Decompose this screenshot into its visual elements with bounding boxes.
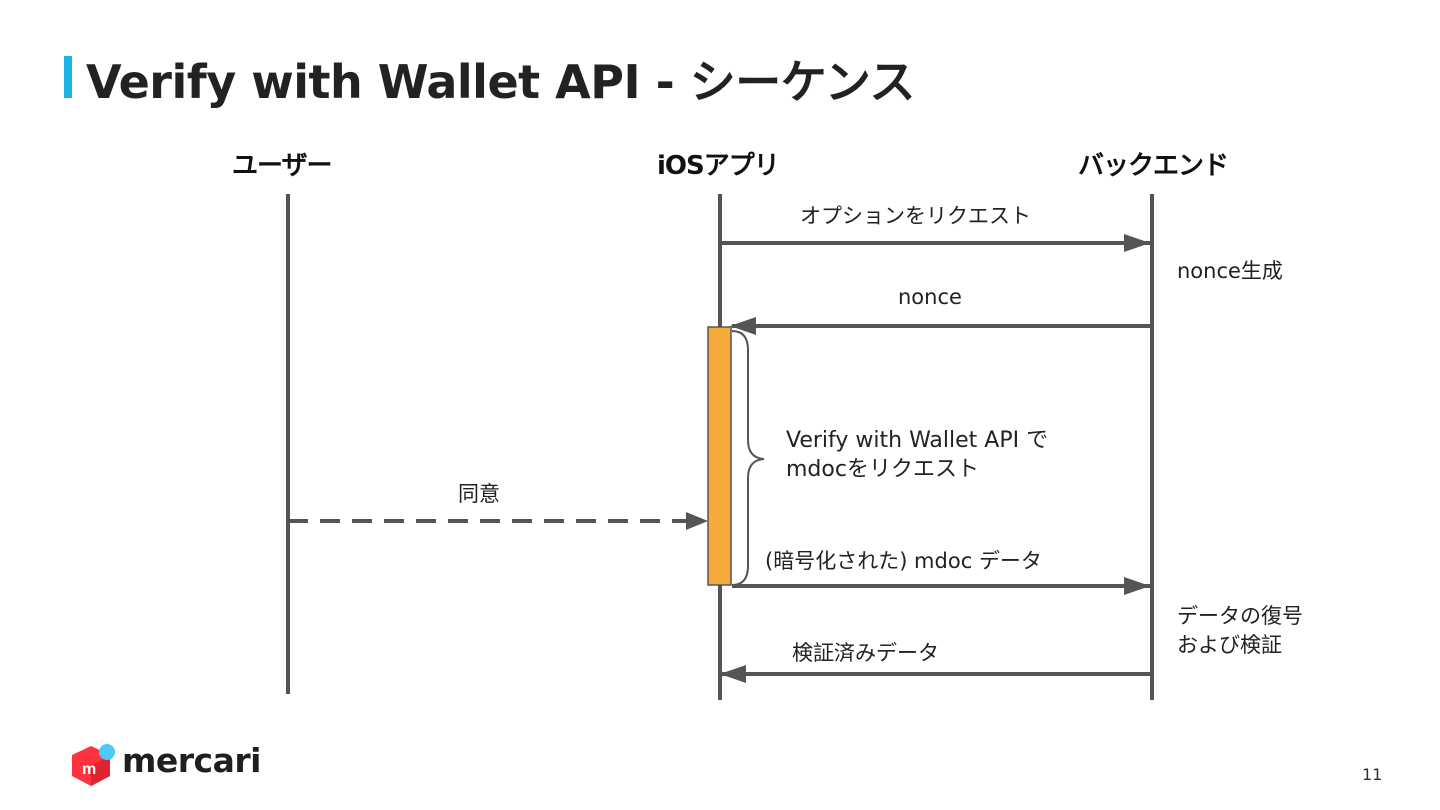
note-verify-line2: mdocをリクエスト (786, 457, 979, 482)
arrowhead-request-options (1124, 234, 1150, 252)
arrowhead-encrypted-mdoc (1124, 577, 1150, 595)
note-nonce-generation: nonce生成 (1177, 259, 1283, 283)
note-decrypt-verify: データの復号 および検証 (1177, 602, 1303, 660)
page-number: 11 (1362, 765, 1383, 784)
arrowhead-verified-data (720, 665, 746, 683)
msg-encrypted-mdoc: (暗号化された) mdoc データ (765, 549, 1042, 573)
msg-verified-data: 検証済みデータ (792, 641, 939, 665)
note-decrypt-line1: データの復号 (1177, 604, 1303, 628)
note-verify-line1: Verify with Wallet API で (786, 428, 1049, 453)
arrowhead-nonce (730, 317, 756, 335)
note-verify-with-wallet: Verify with Wallet API で mdocをリクエスト (786, 426, 1048, 484)
mercari-logo-icon: m (72, 744, 115, 786)
curly-brace (731, 330, 765, 586)
note-decrypt-line2: および検証 (1177, 633, 1282, 657)
msg-consent: 同意 (458, 482, 500, 506)
actor-app-label: iOSアプリ (657, 151, 780, 181)
arrowhead-consent (686, 512, 708, 530)
msg-nonce: nonce (898, 285, 962, 309)
actor-user-label: ユーザー (232, 151, 332, 181)
title-accent-bar (64, 56, 72, 98)
activation-bar (707, 326, 732, 586)
brand-name: mercari (122, 741, 261, 780)
page-title: Verify with Wallet API - シーケンス (86, 55, 915, 109)
actor-backend-label: バックエンド (1078, 151, 1229, 181)
logo-letter: m (82, 761, 96, 778)
msg-request-options: オプションをリクエスト (800, 204, 1031, 228)
